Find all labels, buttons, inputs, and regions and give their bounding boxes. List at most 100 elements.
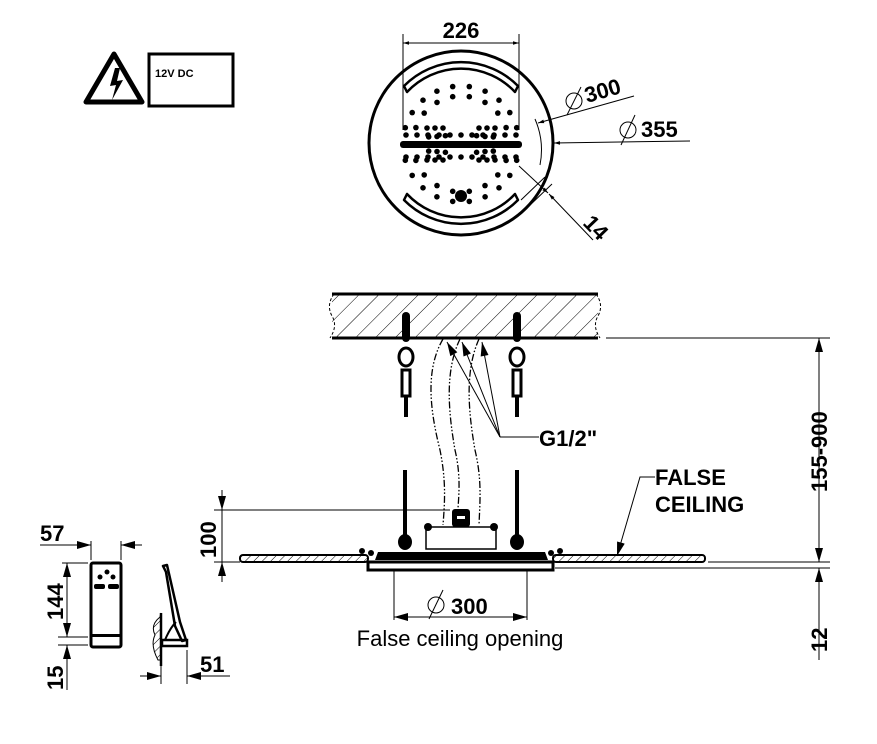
nozzle-dot xyxy=(490,148,497,154)
nozzle-dot xyxy=(425,154,431,160)
nozzle-dot xyxy=(420,97,426,103)
nozzle-dot xyxy=(414,154,420,160)
nozzle-dot xyxy=(507,109,513,116)
nozzle-pattern xyxy=(402,83,520,205)
false-ceiling-label-line1: FALSE xyxy=(655,465,726,490)
diameter-symbol-icon xyxy=(427,589,445,620)
false-ceiling-opening-label: False ceiling opening xyxy=(357,626,564,651)
nozzle-dot xyxy=(434,148,440,155)
nozzle-dot xyxy=(491,132,497,138)
diameter-symbol-icon xyxy=(565,86,583,116)
flexible-hoses xyxy=(430,338,481,526)
nozzle-dot xyxy=(466,198,473,205)
nozzle-dot xyxy=(434,194,440,200)
nozzle-dot xyxy=(403,132,409,138)
nozzle-dot xyxy=(425,132,431,138)
nozzle-dot xyxy=(449,198,456,205)
nozzle-dot xyxy=(403,154,409,160)
led-bar xyxy=(400,141,522,148)
left-anchor xyxy=(397,312,415,417)
nozzle-dot xyxy=(414,132,420,138)
nozzle-dot xyxy=(482,99,488,106)
nozzle-dot xyxy=(496,97,502,103)
outer-diameter-dimension: 355 xyxy=(641,117,678,142)
nozzle-dot xyxy=(495,172,501,178)
plate-thickness-dimension: 12 xyxy=(807,628,832,652)
nozzle-dot xyxy=(491,154,497,160)
nozzle-dot xyxy=(432,125,438,131)
nozzle-dot xyxy=(513,154,519,160)
nozzle-dot xyxy=(503,124,509,131)
rim-width-leader xyxy=(548,193,594,241)
top-view: 226 300 355 14 xyxy=(367,18,691,246)
nozzle-dot xyxy=(492,125,498,131)
nozzle-dot xyxy=(458,132,464,138)
control-height-dimension: 144 xyxy=(43,583,68,620)
nozzle-dot xyxy=(424,125,430,131)
nozzle-dot xyxy=(484,125,490,131)
nozzle-dot xyxy=(466,83,473,90)
inner-diameter-leader xyxy=(537,95,635,124)
nozzle-dot xyxy=(434,88,440,94)
right-anchor xyxy=(508,312,526,417)
nozzle-dot xyxy=(473,132,480,139)
bottom-slot xyxy=(402,192,520,226)
ceiling-slab xyxy=(328,292,602,340)
nozzle-dot xyxy=(413,124,419,131)
nozzle-dot xyxy=(421,110,428,116)
control-unit-front xyxy=(89,561,123,649)
nozzle-dot xyxy=(425,148,432,154)
diameter-symbol-icon xyxy=(619,114,637,146)
outer-rim xyxy=(367,49,555,237)
nozzle-dot xyxy=(449,188,456,195)
nozzle-dot xyxy=(442,149,449,156)
nozzle-dot xyxy=(502,132,508,138)
nozzle-dot xyxy=(496,185,502,191)
nozzle-dot xyxy=(476,125,482,131)
nozzle-dot xyxy=(447,132,453,138)
nozzle-dot xyxy=(482,182,488,189)
nozzle-dot xyxy=(436,154,442,160)
inner-rim-arc xyxy=(534,118,542,166)
nozzle-dot xyxy=(434,182,440,189)
nozzle-dot xyxy=(458,154,464,160)
nozzle-dot xyxy=(420,185,426,191)
opening-diameter-dimension: 300 xyxy=(451,594,488,619)
nozzle-dot xyxy=(482,88,488,94)
inner-diameter-dimension: 300 xyxy=(581,74,623,108)
nozzle-dot xyxy=(513,124,520,131)
nozzle-dot xyxy=(480,154,486,160)
rim-width-dimension: 14 xyxy=(578,210,614,246)
nozzle-dot xyxy=(440,157,446,163)
pipe-connection-leaders xyxy=(446,341,539,438)
nozzle-dot xyxy=(434,99,440,106)
pipe-connection-label: G1/2" xyxy=(539,426,597,451)
bottom-nozzle xyxy=(455,190,467,202)
height-range-dimension: 155-900 xyxy=(807,411,832,492)
voltage-label: 12V DC xyxy=(155,68,194,80)
control-width-dimension: 57 xyxy=(40,521,64,546)
control-depth-dimension: 51 xyxy=(200,652,224,677)
nozzle-dot xyxy=(436,132,442,138)
nozzle-dot xyxy=(449,83,456,90)
nozzle-dot xyxy=(495,110,501,116)
voltage-label-box xyxy=(147,52,235,108)
control-unit-side xyxy=(152,563,189,666)
control-unit: 57 144 15 51 xyxy=(40,521,230,690)
nozzle-dot xyxy=(473,149,480,156)
nozzle-dot xyxy=(421,172,428,178)
body-height-dimension: 100 xyxy=(196,521,221,558)
false-ceiling-board xyxy=(239,554,706,563)
false-ceiling-label-line2: CEILING xyxy=(655,492,744,517)
nozzle-dot xyxy=(466,188,473,195)
nozzle-dot xyxy=(409,109,416,116)
nozzle-dot xyxy=(402,124,409,131)
nozzle-dot xyxy=(466,93,473,100)
spray-width-dimension: 226 xyxy=(443,18,480,43)
nozzle-dot xyxy=(476,157,482,163)
nozzle-dot xyxy=(409,172,416,179)
nozzle-dot xyxy=(442,132,449,139)
false-ceiling-leader xyxy=(616,476,655,557)
nozzle-dot xyxy=(480,132,486,138)
